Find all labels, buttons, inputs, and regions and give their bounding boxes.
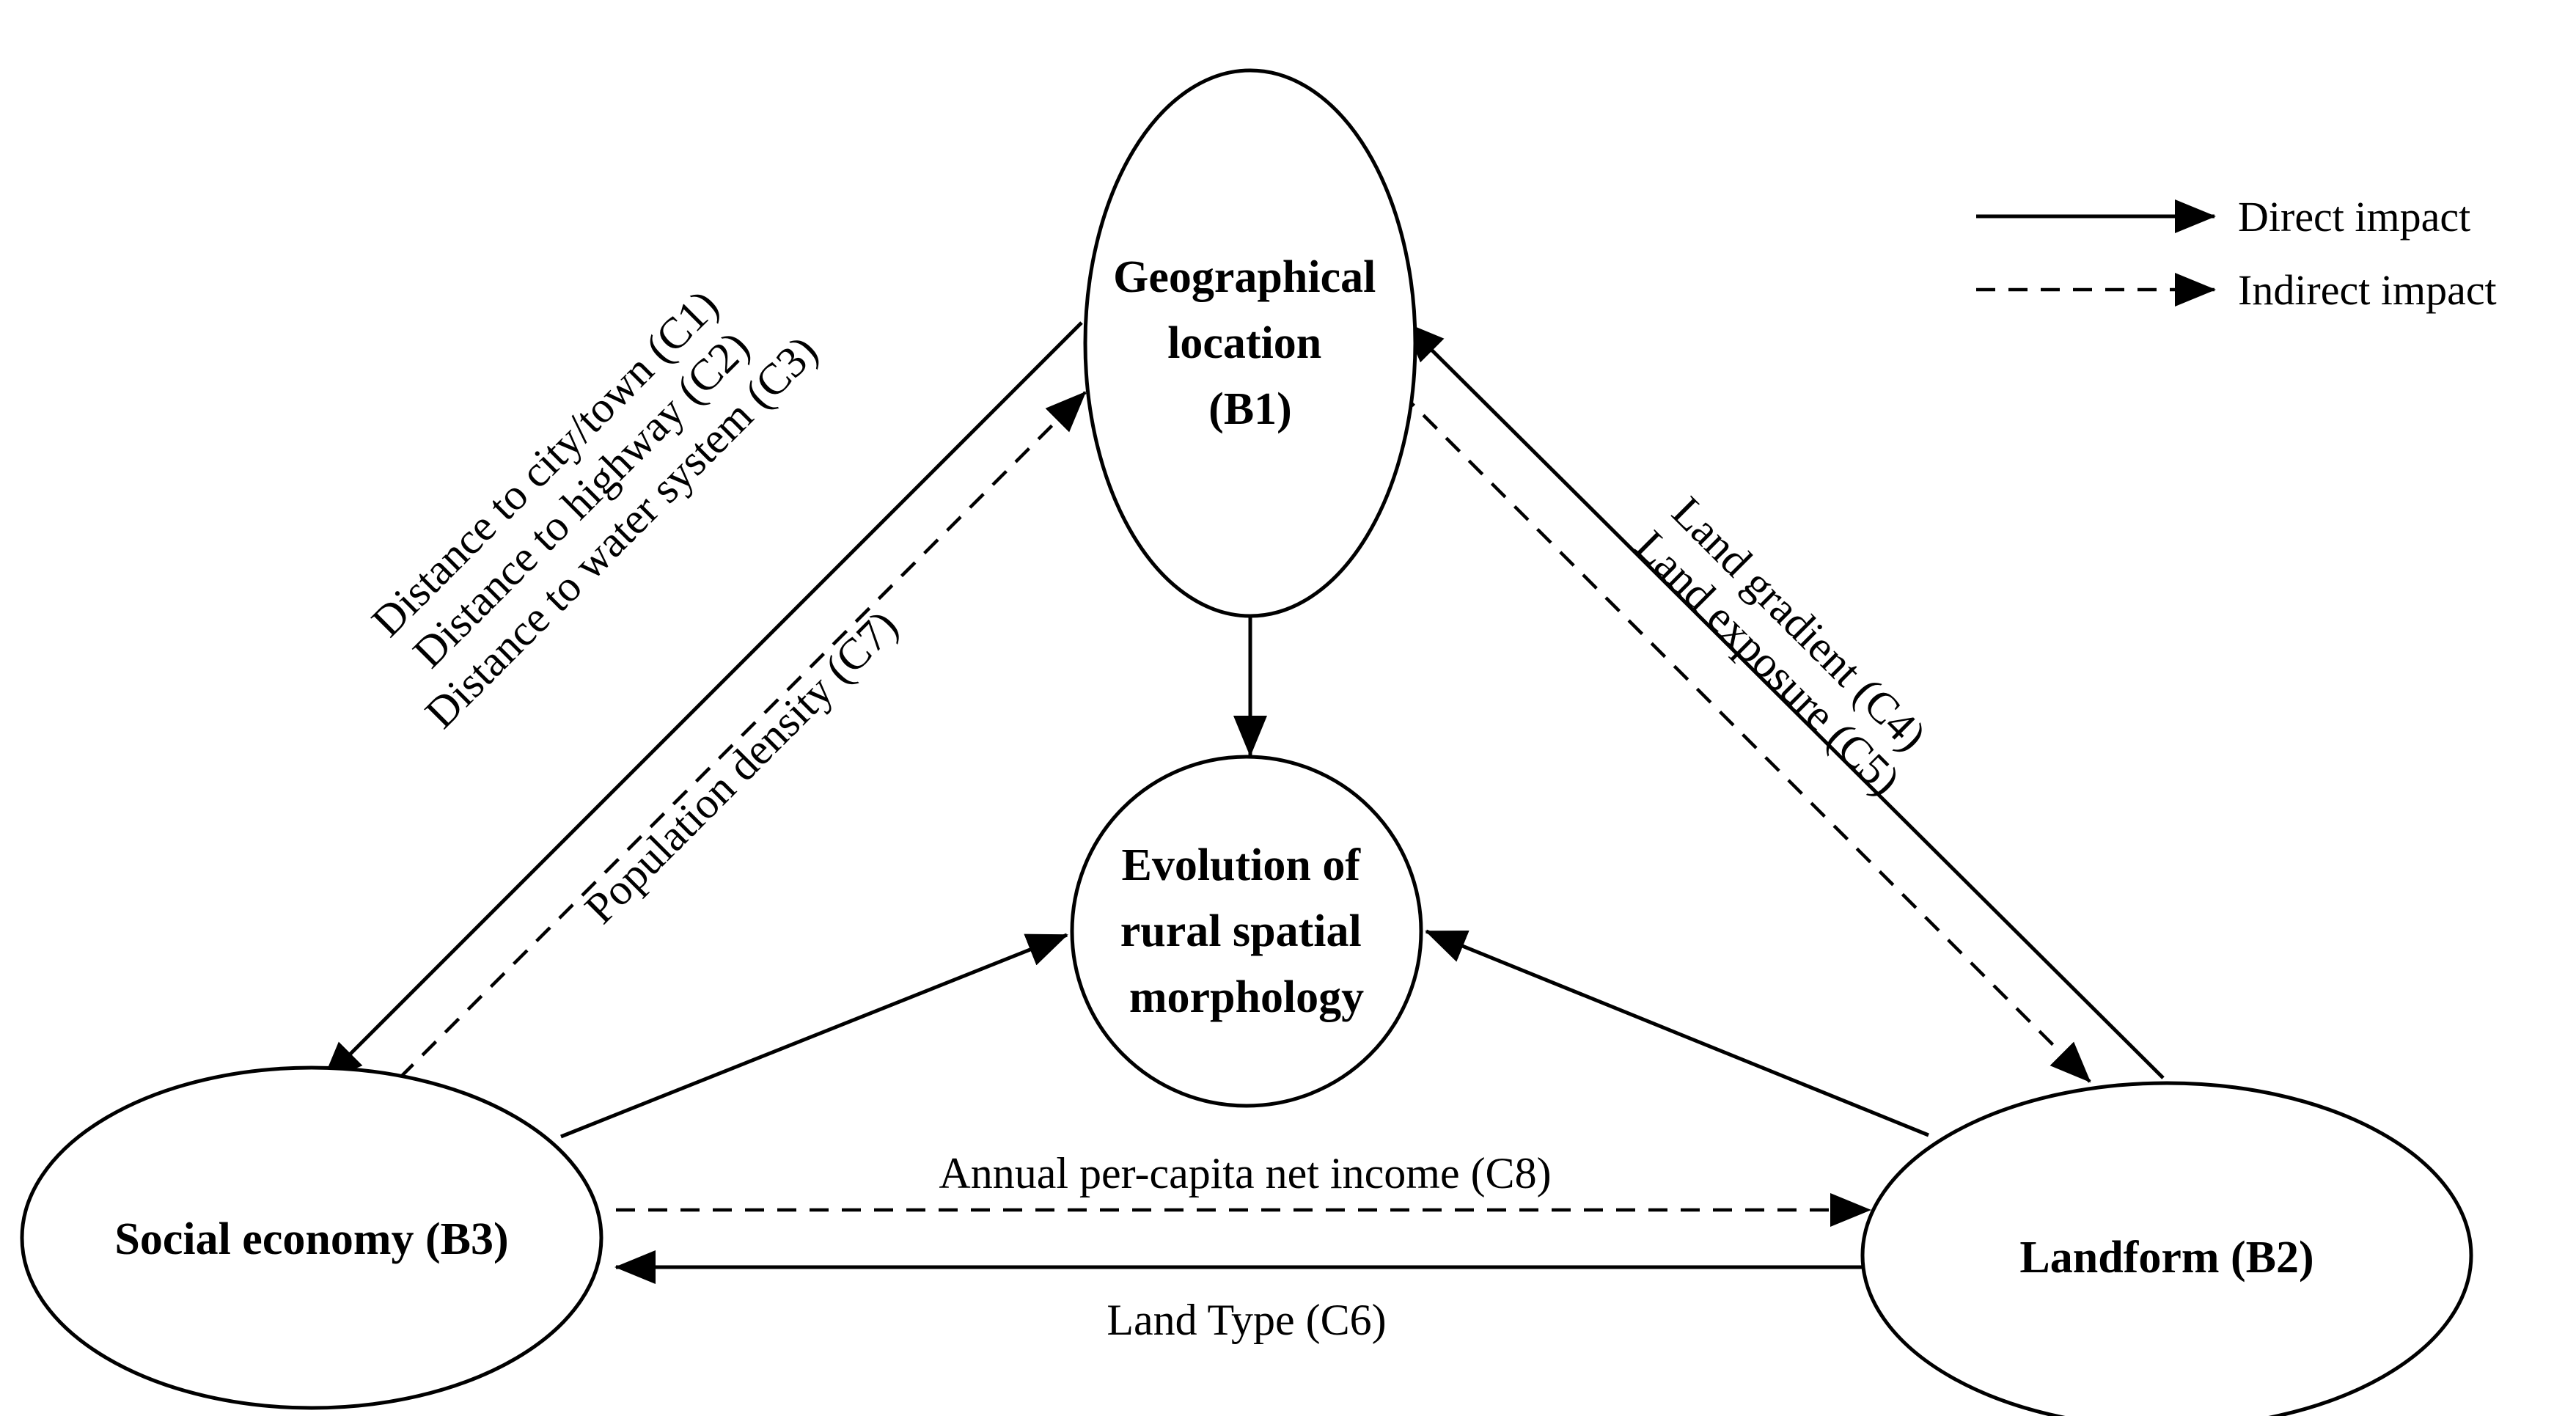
legend-direct-label: Direct impact [2238,193,2470,241]
arrows [321,321,2165,1284]
node-b1-line-2: location [1167,318,1321,368]
node-evolution-center: Evolution of rural spatial morphology [1070,755,1423,1108]
arrow-b3-to-b1-indirect [398,391,1087,1079]
node-center-line-1: Evolution of [1121,840,1361,890]
node-b3-label: Social economy (B3) [114,1214,508,1264]
arrow-b2-to-center [1425,929,1929,1137]
arrow-b1-to-b3-direct [321,321,1083,1083]
edge-label-c2: Distance to highway (C2) [404,322,759,677]
node-social-economy: Social economy (B3) [20,1065,603,1410]
edge-label-c8: Annual per-capita net income (C8) [939,1149,1551,1197]
svg-text:Evolution of rural spati: Evolution of rural spatial morphology [1120,840,1373,1022]
node-center-line-3: morphology [1129,972,1364,1022]
edge-label-c7: Population density (C7) [576,601,907,933]
svg-text:Distance to city/town (C1): Distance to city/town (C1) Distance to h… [343,254,826,737]
svg-text:Land gradient (C4) Land: Land gradient (C4) Land exposure (C5) [1626,486,1945,804]
arrow-b1-to-b2-indirect [1399,391,2091,1083]
edge-label-c6: Land Type (C6) [1107,1296,1386,1344]
legend: Direct impact Indirect impact [1976,193,2497,314]
legend-indirect-label: Indirect impact [2238,266,2497,314]
node-b1-line-1: Geographical [1113,252,1376,302]
node-b2-label: Landform (B2) [2019,1233,2313,1283]
arrow-b3-to-center [560,933,1068,1139]
node-landform: Landform (B2) [1860,1081,2473,1416]
node-b1-line-3: (B1) [1208,384,1292,434]
node-center-line-2: rural spatial [1120,906,1362,956]
node-geographical-location: Geographical location (B1) [1083,68,1417,618]
arrow-b2-to-b1-direct [1403,321,2165,1079]
svg-text:Geographical location: Geographical location (B1) [1113,252,1387,434]
